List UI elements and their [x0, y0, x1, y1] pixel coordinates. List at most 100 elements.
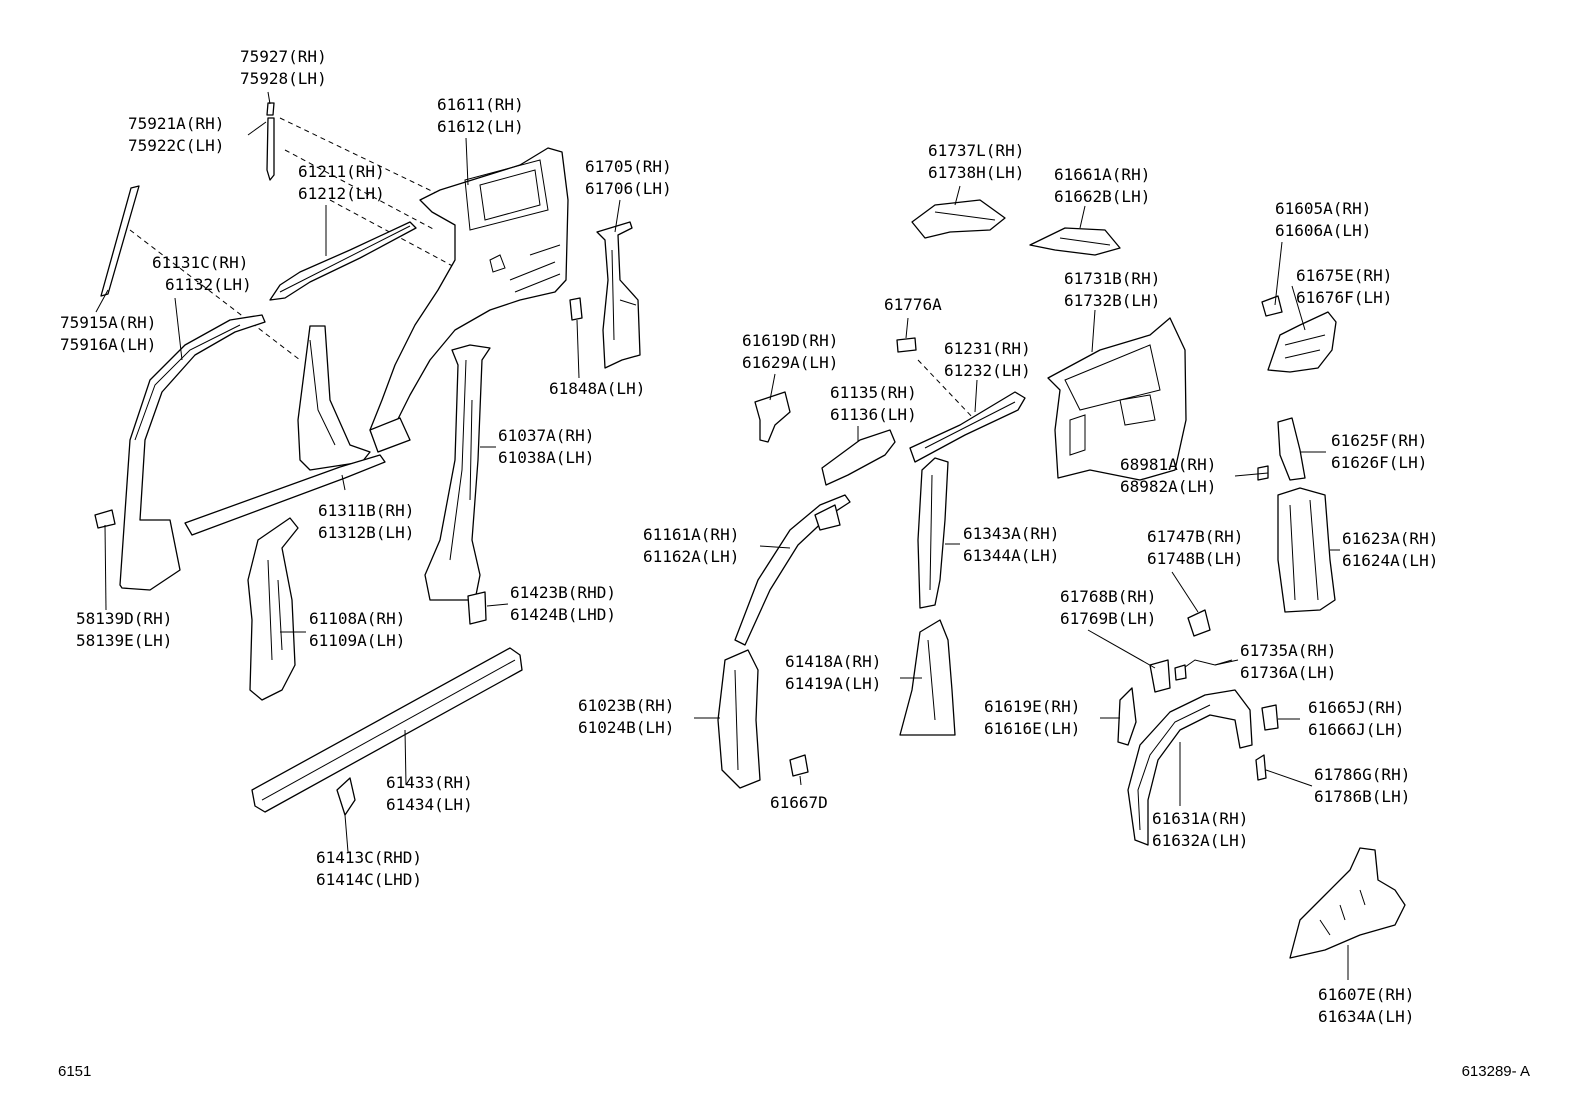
callout-61625f-lh: 61626F(LH): [1331, 453, 1427, 472]
callout-61619d-rh: 61619D(RH): [742, 331, 838, 350]
callout-61665j-rh: 61665J(RH): [1308, 698, 1404, 717]
bracket-61619e-part: [1117, 687, 1137, 746]
clip-61776a-part: [896, 337, 917, 353]
callout-61735a-rh: 61735A(RH): [1240, 641, 1336, 660]
callout-61211-lh: 61212(LH): [298, 184, 385, 203]
callout-61611-rh: 61611(RH): [437, 95, 524, 114]
callout-61631a-rh: 61631A(RH): [1152, 809, 1248, 828]
callout-61731b-lh: 61732B(LH): [1064, 291, 1160, 310]
callout-61737l-lh: 61738H(LH): [928, 163, 1024, 182]
callout-68981a-rh: 68981A(RH): [1120, 455, 1216, 474]
callout-61135-lh: 61136(LH): [830, 405, 917, 424]
garnish-75915a-part: [100, 185, 140, 297]
panel-61623a-part: [1277, 487, 1336, 613]
wheel-house-61631a-part: [1127, 689, 1253, 846]
panel-61737l-part: [911, 199, 1006, 239]
callout-61413c-lhd: 61414C(LHD): [316, 870, 422, 889]
bracket-58139d-part: [94, 509, 116, 529]
bracket-61413c-part: [336, 777, 356, 816]
bracket-61619d-part: [754, 391, 791, 443]
callout-61786g-rh: 61786G(RH): [1314, 765, 1410, 784]
block-61667d-part: [789, 754, 809, 777]
callout-61705-lh: 61706(LH): [585, 179, 672, 198]
alignment-lines-right: [917, 359, 976, 421]
callout-61675e-rh: 61675E(RH): [1296, 266, 1392, 285]
panel-61675e-part: [1267, 311, 1337, 373]
callout-75915a-rh: 75915A(RH): [60, 313, 156, 332]
callout-75927-rh: 75927(RH): [240, 47, 327, 66]
callout-61776a: 61776A: [884, 295, 942, 314]
callout-61433-lh: 61434(LH): [386, 795, 473, 814]
callout-61667d: 61667D: [770, 793, 828, 812]
callout-61343a-rh: 61343A(RH): [963, 524, 1059, 543]
footer-left-code: 6151: [58, 1063, 91, 1080]
callout-58139d-lh: 58139E(LH): [76, 631, 172, 650]
callout-61619e-lh: 61616E(LH): [984, 719, 1080, 738]
callout-61768b-rh: 61768B(RH): [1060, 587, 1156, 606]
quarter-inner-61731b-part: [1047, 317, 1187, 481]
callout-75915a-lh: 75916A(LH): [60, 335, 156, 354]
clip-75927-part: [266, 102, 275, 116]
quarter-panel-61611-part: [369, 147, 569, 453]
callout-61731b-rh: 61731B(RH): [1064, 269, 1160, 288]
callout-75921a-rh: 75921A(RH): [128, 114, 224, 133]
lower-pillar-61023b-part: [717, 649, 761, 789]
callout-61661a-lh: 61662B(LH): [1054, 187, 1150, 206]
callout-61131c-rh: 61131C(RH): [152, 253, 248, 272]
callout-labels: 75927(RH) 75928(LH) 75921A(RH) 75922C(LH…: [60, 47, 1438, 1026]
callout-75921a-lh: 75922C(LH): [128, 136, 224, 155]
reinforcement-61625f-part: [1277, 417, 1306, 481]
callout-61786g-lh: 61786B(LH): [1314, 787, 1410, 806]
bracket-61786g-part: [1255, 754, 1267, 781]
callout-61211-rh: 61211(RH): [298, 162, 385, 181]
callout-61747b-rh: 61747B(RH): [1147, 527, 1243, 546]
callout-61023b-lh: 61024B(LH): [578, 718, 674, 737]
callout-61605a-lh: 61606A(LH): [1275, 221, 1371, 240]
callout-61037a-rh: 61037A(RH): [498, 426, 594, 445]
callout-61037a-lh: 61038A(LH): [498, 448, 594, 467]
callout-61631a-lh: 61632A(LH): [1152, 831, 1248, 850]
front-pillar-inner-61161a-part: [734, 494, 851, 646]
roof-rail-inner-61231-part: [909, 391, 1026, 463]
callout-61661a-rh: 61661A(RH): [1054, 165, 1150, 184]
center-pillar-61037a-part: [424, 344, 491, 601]
callout-61607e-lh: 61634A(LH): [1318, 1007, 1414, 1026]
callout-58139d-rh: 58139D(RH): [76, 609, 172, 628]
callout-61747b-lh: 61748B(LH): [1147, 549, 1243, 568]
callout-61418a-rh: 61418A(RH): [785, 652, 881, 671]
bracket-61848a-part: [569, 297, 583, 321]
callout-61108a-lh: 61109A(LH): [309, 631, 405, 650]
bracket-61665j-part: [1261, 704, 1279, 731]
callout-61611-lh: 61612(LH): [437, 117, 524, 136]
callout-68981a-lh: 68982A(LH): [1120, 477, 1216, 496]
callout-61619e-rh: 61619E(RH): [984, 697, 1080, 716]
callout-61605a-rh: 61605A(RH): [1275, 199, 1371, 218]
front-pillar-61131c-part: [119, 314, 371, 591]
center-pillar-inner-61343a-part: [917, 457, 949, 609]
callout-61625f-rh: 61625F(RH): [1331, 431, 1427, 450]
callout-61623a-rh: 61623A(RH): [1342, 529, 1438, 548]
lower-pillar-61108a-part: [247, 517, 299, 701]
callout-61311b-rh: 61311B(RH): [318, 501, 414, 520]
callout-61108a-rh: 61108A(RH): [309, 609, 405, 628]
callout-61131c-lh: 61132(LH): [165, 275, 252, 294]
callout-61231-lh: 61232(LH): [944, 361, 1031, 380]
callout-61135-rh: 61135(RH): [830, 383, 917, 402]
callout-61343a-lh: 61344A(LH): [963, 546, 1059, 565]
reinforcement-61135-part: [821, 429, 896, 486]
plate-61423b-part: [467, 591, 487, 625]
panel-61607e-part: [1289, 847, 1406, 959]
callout-61418a-lh: 61419A(LH): [785, 674, 881, 693]
roof-rail-61211-part: [269, 221, 417, 301]
callout-61675e-lh: 61676F(LH): [1296, 288, 1392, 307]
bracket-61735a-part: [1174, 659, 1233, 681]
bracket-61605a-part: [1261, 295, 1283, 317]
rocker-61311b-part: [184, 454, 386, 536]
callout-61231-rh: 61231(RH): [944, 339, 1031, 358]
callout-61413c-rhd: 61413C(RHD): [316, 848, 422, 867]
callout-61311b-lh: 61312B(LH): [318, 523, 414, 542]
rocker-inner-61433-part: [251, 647, 523, 813]
callout-61848a: 61848A(LH): [549, 379, 645, 398]
callout-61161a-rh: 61161A(RH): [643, 525, 739, 544]
